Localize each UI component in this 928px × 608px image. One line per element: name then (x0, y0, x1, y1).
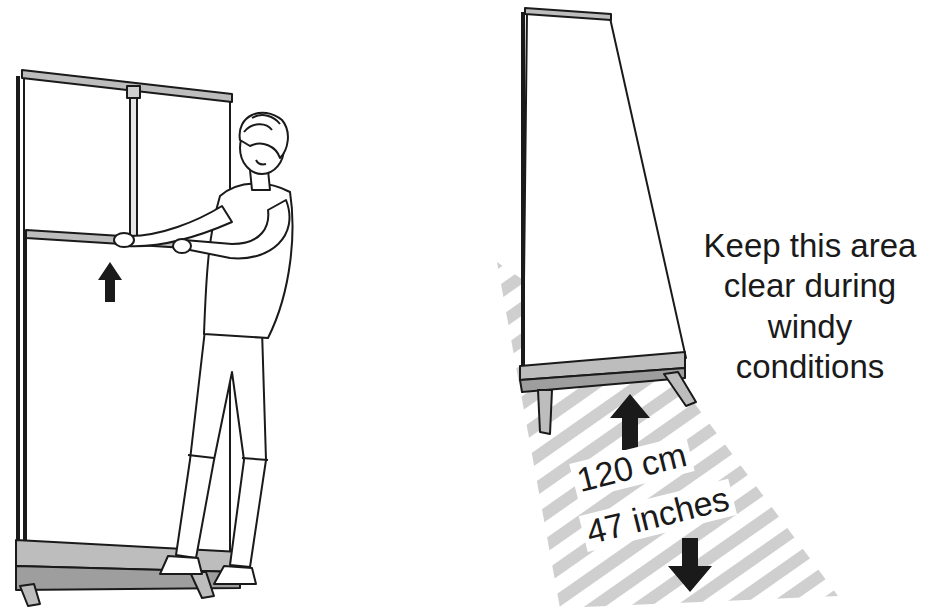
dimension-arrow (610, 394, 650, 450)
right-stand (520, 8, 696, 434)
note-text: Keep this area clear during windy condit… (696, 226, 924, 387)
lift-arrow (98, 262, 122, 302)
dimension-arrow (668, 538, 712, 592)
person (114, 113, 292, 584)
